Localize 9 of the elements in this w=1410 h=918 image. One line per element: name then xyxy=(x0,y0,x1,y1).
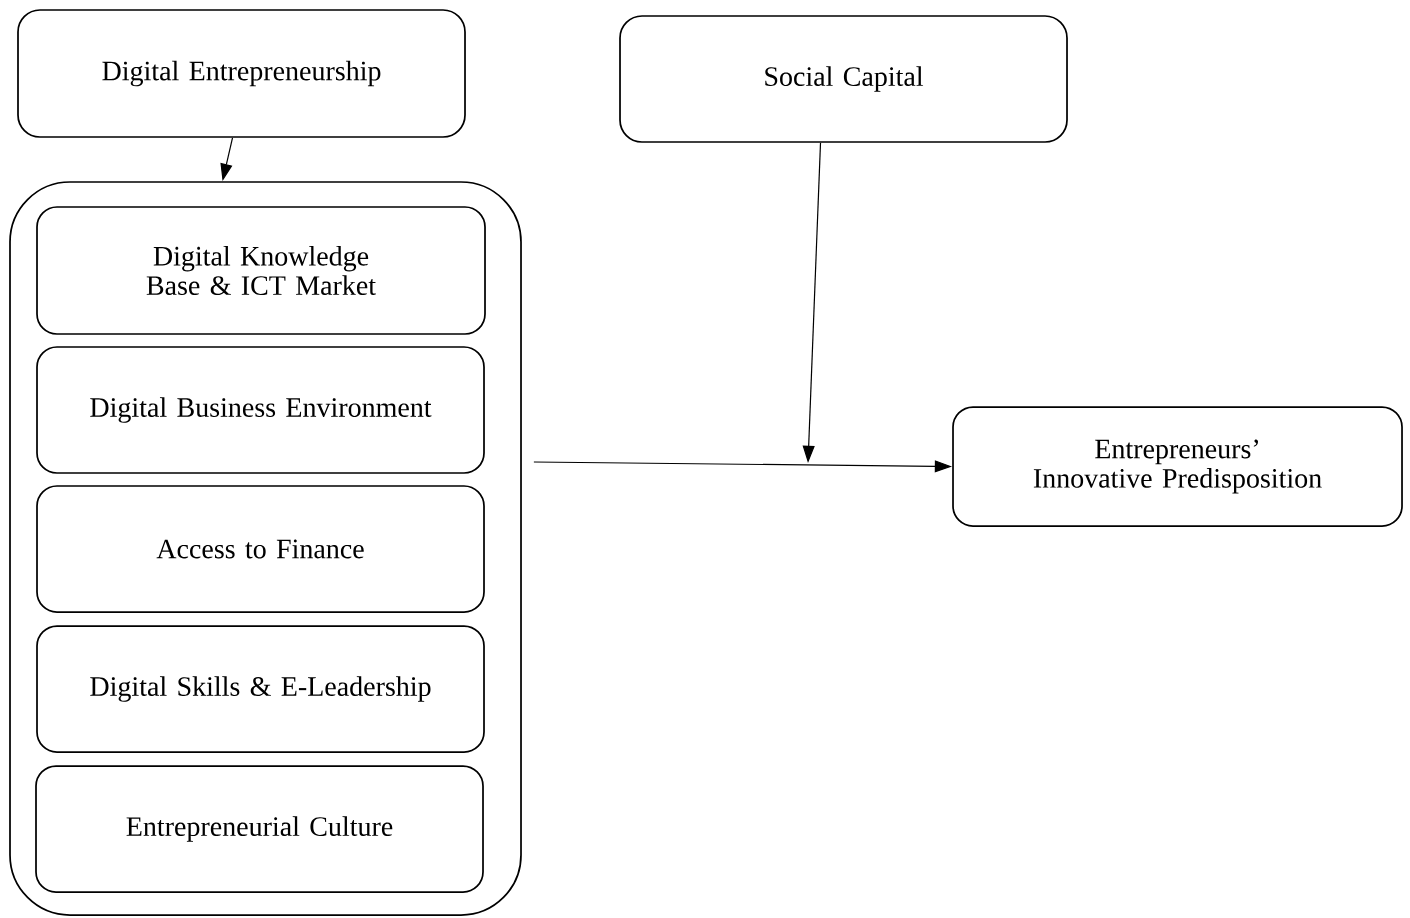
concept-box: Access to Finance xyxy=(36,485,485,613)
concept-box: Social Capital xyxy=(619,15,1068,143)
concept-box: Digital Entrepreneurship xyxy=(17,9,466,138)
concept-box: Entrepreneurs’ Innovative Predisposition xyxy=(952,406,1403,527)
concept-box: Entrepreneurial Culture xyxy=(35,765,484,893)
group-frame xyxy=(9,181,522,916)
concept-box: Digital Business Environment xyxy=(36,346,485,474)
concept-box: Digital Skills & E-Leadership xyxy=(36,625,485,753)
concept-box: Digital Knowledge Base & ICT Market xyxy=(36,206,486,335)
